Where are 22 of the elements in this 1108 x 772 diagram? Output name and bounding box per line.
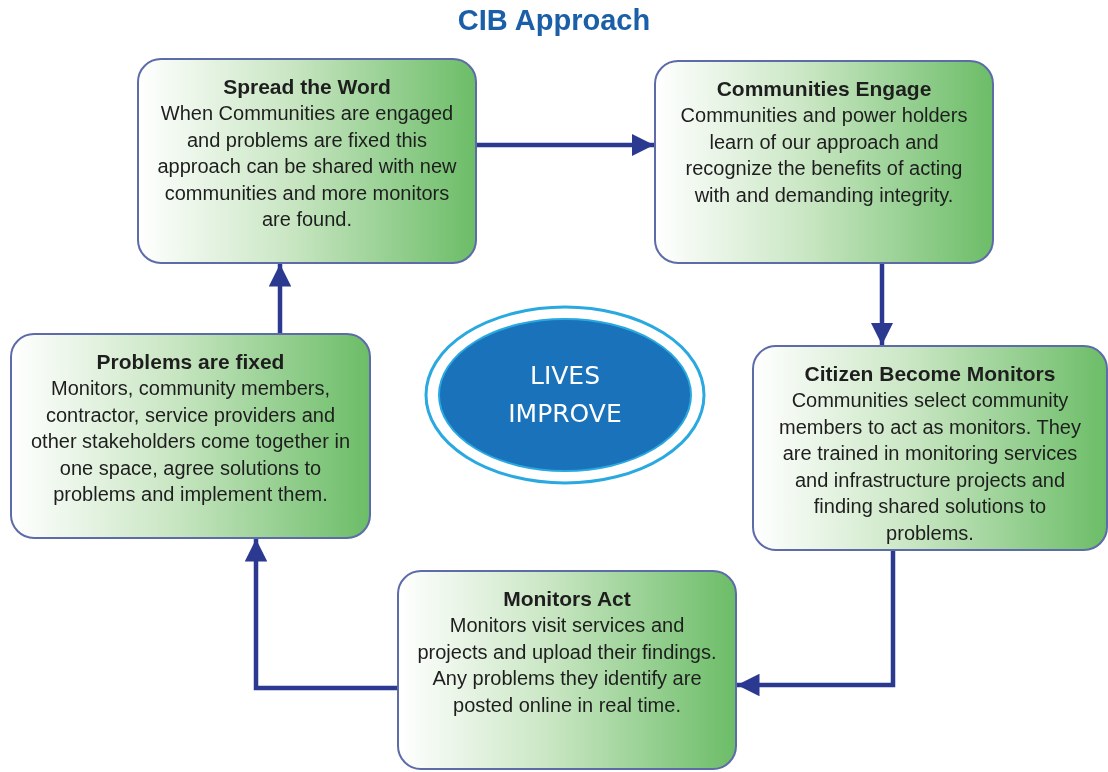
- box-text: Communities select community members to act as monitors. They are trained in monitoring services and infrastructure projects and finding shared solutions to problems.: [778, 388, 1082, 546]
- box-heading: Spread the Word: [222, 74, 392, 100]
- process-box: [137, 58, 477, 264]
- process-box: [10, 333, 371, 539]
- process-box: [397, 570, 737, 770]
- box-heading: Communities Engage: [715, 76, 933, 102]
- arrow: [737, 551, 896, 697]
- arrow: [477, 133, 654, 157]
- box-text: Communities and power holders learn of our approach and recognize the benefits of acting with and demanding integrity.: [679, 103, 969, 208]
- arrow: [268, 264, 292, 333]
- box-heading: Citizen Become Monitors: [803, 361, 1057, 387]
- box-heading: Monitors Act: [502, 586, 632, 612]
- process-box: [752, 345, 1108, 551]
- box-text: Monitors visit services and projects and upload their findings. Any problems they identify are posted online in real time.: [416, 613, 718, 718]
- box-text: Monitors, community members, contractor, service providers and other stakeholders come together in one space, agree solutions to problems and implement them.: [29, 376, 352, 507]
- box-heading: Problems are fixed: [95, 349, 286, 375]
- box-text: When Communities are engaged and problems are fixed this approach can be shared with new communities and more monitors are found.: [156, 101, 458, 232]
- arrow: [870, 264, 894, 345]
- process-box: [654, 60, 994, 264]
- arrow: [244, 539, 397, 691]
- ellipse-label: LIVES IMPROVE: [507, 360, 623, 430]
- diagram-title: CIB Approach: [456, 4, 652, 37]
